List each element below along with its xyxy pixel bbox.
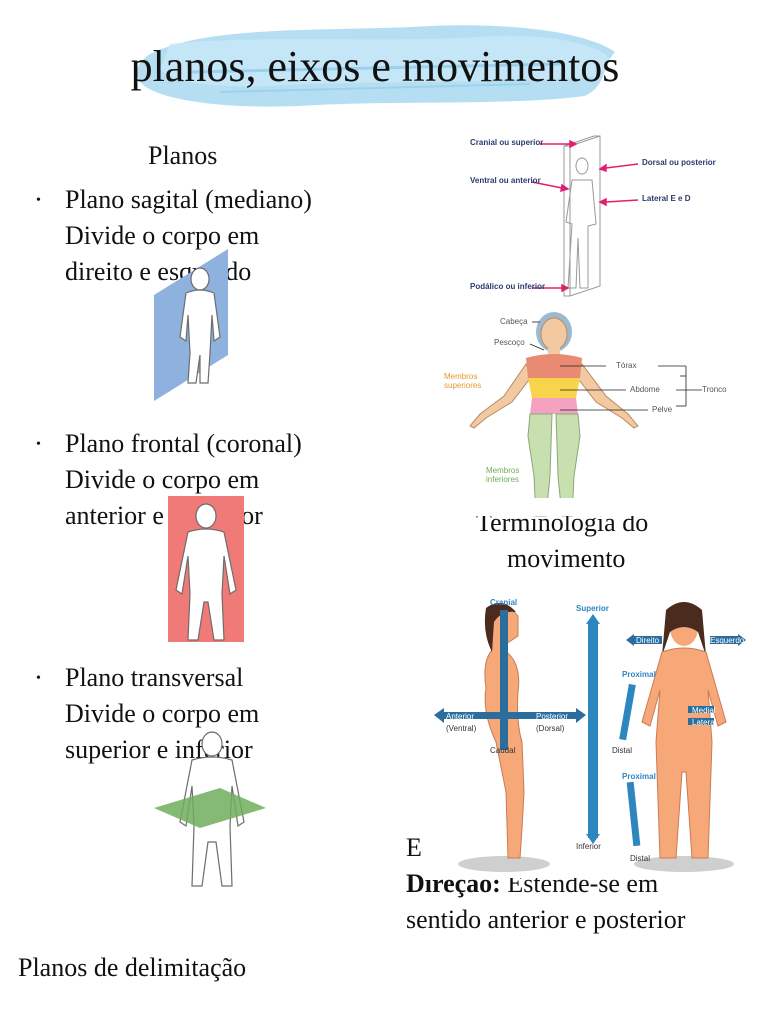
label-direito: Direito	[636, 636, 660, 645]
label-lateral: Lateral	[692, 718, 717, 727]
axis-text-line3: sentido anterior e posterior	[406, 905, 686, 934]
label-dorsal: (Dorsal)	[536, 724, 565, 733]
plane-name: Plano frontal (coronal)	[65, 429, 302, 458]
label-pelvis: Pelve	[652, 405, 673, 414]
label-cranial-superior: Cranial ou superior	[470, 138, 544, 147]
label-posterior: Posterior	[536, 712, 569, 721]
label-head: Cabeça	[500, 317, 528, 326]
bullet: •	[36, 437, 41, 452]
orientation-figure: Cranial ou superior Ventral ou anterior …	[462, 128, 716, 300]
label-inferior: Inferior	[576, 842, 601, 851]
label-anterior: Anterior	[446, 712, 475, 721]
label-cranial: Cranial	[490, 598, 518, 607]
label-abdomen: Abdome	[630, 385, 660, 394]
label-upper-limbs: Membros superiores	[444, 372, 482, 390]
plane-description: Divide o corpo em	[65, 699, 260, 728]
figure-overlap	[440, 498, 740, 516]
sagittal-plane-figure	[154, 249, 228, 401]
direction-drawing	[434, 602, 746, 872]
body-regions-figure: Cabeça Pescoço Membros superiores Tórax …	[440, 306, 740, 524]
label-lateral: Lateral E e D	[642, 194, 691, 203]
plane-name: Plano transversal	[65, 663, 244, 692]
label-ventral: (Ventral)	[446, 724, 477, 733]
label-medial: Medial	[692, 706, 716, 715]
footer-label: Planos de delimitação	[18, 953, 247, 982]
label-proximal-upper: Proximal	[622, 670, 656, 679]
label-podalico-inferior: Podálico ou inferior	[470, 282, 546, 291]
label-lower-limbs: Membros inferiores	[486, 466, 520, 484]
body-regions-drawing	[469, 312, 702, 517]
plane-description: Divide o corpo em	[65, 465, 260, 494]
title-banner: planos, eixos e movimentos	[130, 14, 620, 120]
orientation-box-drawing	[531, 135, 639, 297]
bullet: •	[36, 193, 41, 208]
label-distal-lower: Distal	[630, 854, 651, 863]
label-superior: Superior	[576, 604, 609, 613]
watercolor-banner	[136, 25, 615, 107]
transverse-plane-figure	[154, 731, 266, 887]
label-caudal: Caudal	[490, 746, 516, 755]
planes-heading: Planos	[148, 141, 218, 170]
label-thorax: Tórax	[616, 361, 637, 370]
label-esquerdo: Esquerdo	[710, 636, 745, 645]
label-dorsal-posterior: Dorsal ou posterior	[642, 158, 716, 167]
plane-name: Plano sagital (mediano)	[65, 185, 312, 214]
axis-text-line1: E	[406, 833, 422, 862]
frontal-plane-figure	[168, 496, 244, 642]
label-ventral-anterior: Ventral ou anterior	[470, 176, 541, 185]
label-proximal-lower: Proximal	[622, 772, 656, 781]
label-trunk: Tronco	[702, 385, 727, 394]
page-title: planos, eixos e movimentos	[130, 42, 620, 91]
plane-description: Divide o corpo em	[65, 221, 260, 250]
bullet: •	[36, 671, 41, 686]
terminology-line2: movimento	[507, 544, 626, 573]
direction-figure: Cranial Caudal Anterior (Ventral) Poster…	[426, 592, 750, 878]
label-distal-upper: Distal	[612, 746, 633, 755]
label-neck: Pescoço	[494, 338, 525, 347]
